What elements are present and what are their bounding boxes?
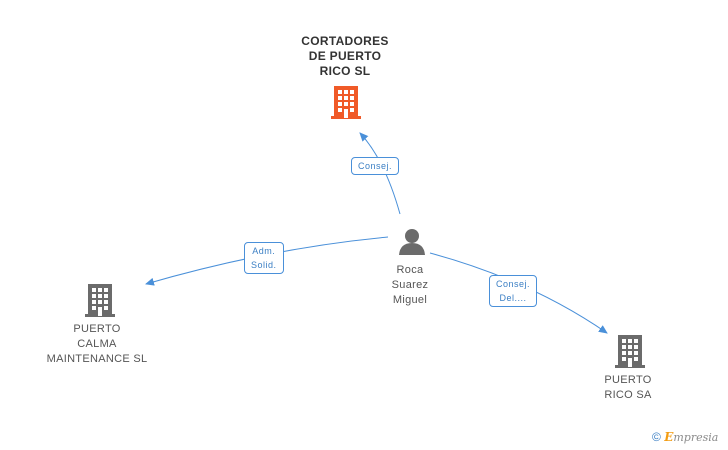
brand-logo-initial: E <box>664 430 674 444</box>
brand-logo-text: mpresia <box>673 431 719 444</box>
company-left-label-line: CALMA <box>77 338 117 350</box>
main-company-label[interactable]: CORTADORES DE PUERTO RICO SL <box>285 34 405 79</box>
watermark: © Empresia <box>652 430 718 444</box>
person-label[interactable]: Roca Suarez Miguel <box>370 263 450 308</box>
company-right-label[interactable]: PUERTO RICO SA <box>588 373 668 403</box>
building-icon[interactable] <box>84 282 116 318</box>
company-right-label-line: PUERTO <box>604 374 652 386</box>
company-right-label-line: RICO SA <box>604 389 652 401</box>
edge-label-line: Del.... <box>499 293 527 303</box>
edge-label-line: Adm. <box>252 246 276 256</box>
person-label-line: Roca <box>396 264 424 276</box>
building-icon[interactable] <box>330 84 362 120</box>
building-icon[interactable] <box>614 333 646 369</box>
main-company-label-line: RICO SL <box>319 64 371 78</box>
edge-label-to-left[interactable]: Adm. Solid. <box>244 242 284 274</box>
edge-label-line: Consej. <box>358 161 393 171</box>
edge-label-line: Consej. <box>496 279 531 289</box>
person-label-line: Miguel <box>392 294 428 306</box>
main-company-label-line: CORTADORES <box>301 34 389 48</box>
main-company-label-line: DE PUERTO <box>308 49 382 63</box>
company-left-label[interactable]: PUERTO CALMA MAINTENANCE SL <box>37 322 157 367</box>
edge-label-to-main[interactable]: Consej. <box>351 157 400 175</box>
edge-label-line: Solid. <box>251 260 277 270</box>
person-label-line: Suarez <box>391 279 429 291</box>
company-left-label-line: PUERTO <box>73 323 121 335</box>
copyright-icon: © <box>652 430 661 444</box>
company-left-label-line: MAINTENANCE SL <box>46 353 148 365</box>
edge-label-to-right[interactable]: Consej. Del.... <box>489 275 538 307</box>
person-icon[interactable] <box>397 226 427 256</box>
